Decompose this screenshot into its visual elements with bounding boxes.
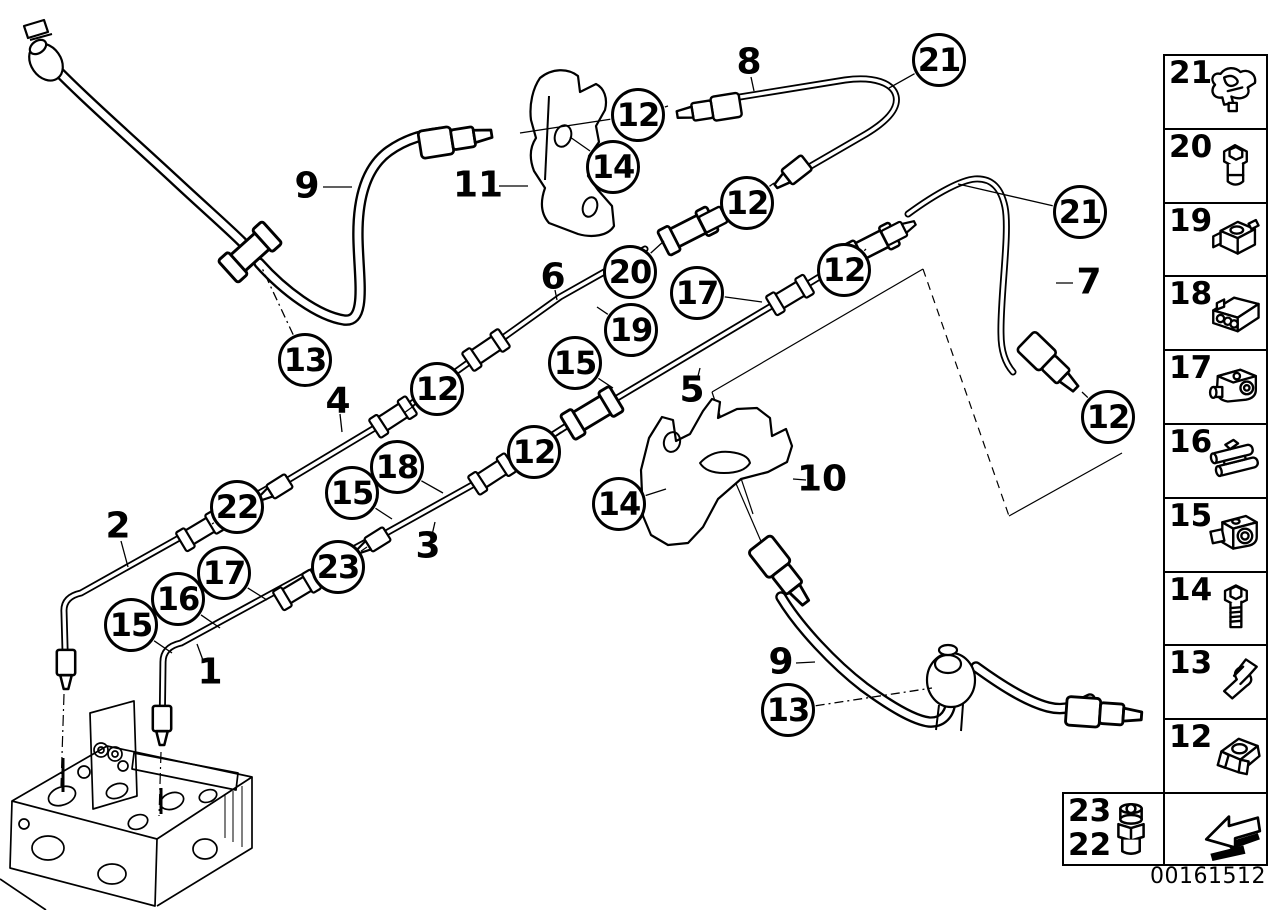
legend-number: 18 — [1169, 276, 1213, 313]
legend-number: 16 — [1169, 424, 1213, 460]
callout-leader-lines — [120, 73, 1089, 707]
brake-hose-9-rear — [777, 593, 955, 726]
brake-hose-9-front — [255, 128, 451, 324]
legend-item-13[interactable]: 13 — [1163, 644, 1268, 721]
callout-23[interactable]: 23 — [311, 540, 365, 594]
part-label-10: 10 — [796, 458, 848, 500]
direction-arrow-box — [1163, 792, 1268, 866]
brake-pipe-7 — [904, 175, 1017, 376]
callout-14[interactable]: 14 — [592, 477, 646, 531]
legend-number: 15 — [1169, 497, 1213, 534]
part-label-1: 1 — [197, 651, 223, 693]
callout-12[interactable]: 12 — [720, 176, 774, 230]
part-label-6: 6 — [540, 256, 566, 298]
figure-number: 00161512 — [1150, 864, 1266, 889]
callout-15[interactable]: 15 — [325, 466, 379, 520]
single-clamp-icon — [1209, 514, 1258, 550]
bracket-part-10 — [639, 397, 794, 547]
part-label-3: 3 — [415, 525, 441, 567]
callout-12[interactable]: 12 — [817, 243, 871, 297]
banjo-fitting — [925, 643, 977, 732]
legend-item-18[interactable]: 18 — [1163, 275, 1268, 352]
part-label-7: 7 — [1076, 261, 1102, 303]
legend-number: 12 — [1169, 719, 1213, 756]
triple-clamp-icon — [1212, 296, 1260, 332]
hydraulic-unit — [0, 700, 253, 910]
callout-18[interactable]: 18 — [370, 440, 424, 494]
legend-item-17[interactable]: 17 — [1163, 349, 1268, 426]
legend-number: 23 — [1068, 793, 1112, 829]
pipe-clamp-icon — [1208, 368, 1258, 404]
callout-17[interactable]: 17 — [197, 546, 251, 600]
callout-15[interactable]: 15 — [548, 336, 602, 390]
brake-pipe-2 — [62, 484, 274, 686]
callout-12[interactable]: 12 — [507, 425, 561, 479]
screw-plug-icon — [1222, 143, 1248, 186]
direction-arrow-icon — [1204, 815, 1262, 861]
part-label-2: 2 — [105, 505, 131, 547]
callout-22[interactable]: 22 — [210, 480, 264, 534]
callout-12[interactable]: 12 — [1081, 390, 1135, 444]
callout-12[interactable]: 12 — [410, 362, 464, 416]
bracket-clip-icon — [1216, 737, 1261, 776]
legend-item-14[interactable]: 14 — [1163, 570, 1268, 647]
part-label-9: 9 — [294, 165, 320, 207]
callout-13[interactable]: 13 — [761, 683, 815, 737]
legend-item-15[interactable]: 15 — [1163, 496, 1268, 574]
legend-item-12[interactable]: 12 — [1163, 718, 1268, 795]
legend-item-21[interactable]: 21 — [1163, 54, 1268, 131]
part-label-11: 11 — [452, 164, 504, 206]
callout-14[interactable]: 14 — [586, 140, 640, 194]
assembly-axis-lines — [60, 693, 162, 817]
brake-pipe-8 — [713, 77, 899, 176]
callout-12[interactable]: 12 — [611, 88, 665, 142]
callout-13[interactable]: 13 — [278, 333, 332, 387]
callout-19[interactable]: 19 — [604, 303, 658, 357]
brake-hose-9-front — [36, 48, 246, 246]
legend-number: 17 — [1169, 350, 1213, 387]
line-holder-icon — [1212, 218, 1260, 255]
spring-clip-icon — [1222, 657, 1258, 700]
double-clamp-icon — [1209, 438, 1259, 478]
legend-item-20[interactable]: 20 — [1163, 127, 1268, 205]
callout-20[interactable]: 20 — [603, 245, 657, 299]
legend-number: 14 — [1169, 571, 1213, 608]
part-label-4: 4 — [325, 380, 351, 422]
legend-number: 20 — [1169, 128, 1213, 165]
part-label-9: 9 — [768, 641, 794, 683]
legend-item-16[interactable]: 16 — [1163, 423, 1268, 500]
callout-16[interactable]: 16 — [151, 572, 205, 626]
legend-number: 22 — [1068, 827, 1112, 864]
union-nut-icon — [1116, 803, 1145, 855]
callout-17[interactable]: 17 — [670, 266, 724, 320]
banjo-fitting — [22, 18, 64, 82]
part-label-8: 8 — [736, 41, 762, 83]
legend-number: 13 — [1169, 645, 1213, 682]
brake-pipe-7 — [906, 177, 1015, 374]
bracket-part-11 — [529, 69, 616, 237]
hex-bolt-icon — [1223, 584, 1248, 629]
part-label-5: 5 — [679, 369, 705, 411]
cage-clip-icon — [1211, 67, 1257, 113]
callout-21[interactable]: 21 — [912, 33, 966, 87]
legend-number: 19 — [1169, 202, 1213, 239]
callout-15[interactable]: 15 — [104, 598, 158, 652]
legend-number: 21 — [1169, 55, 1213, 91]
legend-item-19[interactable]: 19 — [1163, 201, 1268, 278]
callout-21[interactable]: 21 — [1053, 185, 1107, 239]
